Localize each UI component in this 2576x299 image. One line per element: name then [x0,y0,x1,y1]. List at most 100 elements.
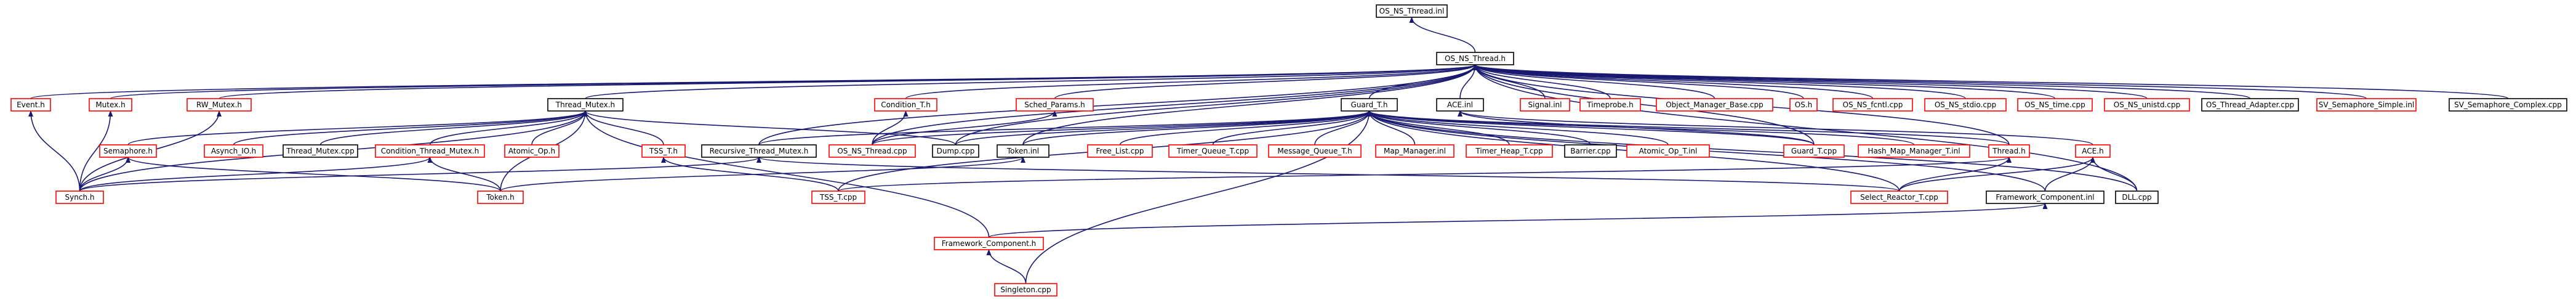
node-label: TSS_T.h [649,147,678,155]
node-thread-mutex-h[interactable]: Thread_Mutex.h [547,98,624,112]
node-box [1268,144,1362,158]
node-message-queue-t-h[interactable]: Message_Queue_T.h [1268,144,1362,158]
node-condition-t-h[interactable]: Condition_T.h [874,98,937,112]
edge-synch_h-to-recursive_thread_mutex_h [79,157,761,192]
node-label: Event.h [17,100,45,109]
node-root[interactable]: OS_NS_Thread.inl [1376,4,1448,18]
edge-synch_h-to-mutex_h [79,110,113,192]
node-label: OS_Thread_Adapter.cpp [2206,100,2294,109]
node-label: Condition_T.h [881,100,931,109]
node-label: OS_NS_stdio.cpp [1935,100,1996,109]
node-box [1656,98,1773,112]
node-guard-t-cpp[interactable]: Guard_T.cpp [1783,144,1845,158]
node-label: Condition_Thread_Mutex.h [381,147,479,155]
node-singleton-cpp[interactable]: Singleton.cpp [994,283,1057,297]
node-thread-mutex-cpp[interactable]: Thread_Mutex.cpp [283,144,358,158]
node-thread-h[interactable]: Thread.h [1988,144,2030,158]
node-guard-t-h[interactable]: Guard_T.h [1341,98,1398,112]
node-sv-semaphore-complex[interactable]: SV_Semaphore_Complex.cpp [2449,98,2567,112]
node-box [1341,98,1398,112]
edge-os_ns_time-to-osnsthread_h [1472,64,2056,99]
node-recursive-thread-mutex-h[interactable]: Recursive_Thread_Mutex.h [701,144,817,158]
edge-timer_queue_t_cpp-to-guard_t_h [1212,110,1372,145]
node-os-h[interactable]: OS.h [1789,98,1818,112]
node-label: Timer_Heap_T.cpp [1475,147,1543,155]
node-label: OS.h [1795,100,1812,109]
node-atomic-op-h[interactable]: Atomic_Op.h [504,144,560,158]
node-box [547,98,624,112]
node-box [1850,190,1948,204]
node-box [829,144,916,158]
node-synch-h[interactable]: Synch.h [55,190,104,204]
node-box [283,144,358,158]
node-label: DLL.cpp [2122,193,2151,202]
edge-condition_thread_mutex_h-to-thread_mutex_h [429,110,588,145]
node-box [2075,144,2111,158]
node-osnsthread-h[interactable]: OS_NS_Thread.h [1436,52,1514,65]
node-semaphore-h[interactable]: Semaphore.h [99,144,157,158]
node-os-ns-time[interactable]: OS_NS_time.cpp [2017,98,2093,112]
node-os-ns-unistd[interactable]: OS_NS_unistd.cpp [2104,98,2190,112]
node-atomic-op-t-inl[interactable]: Atomic_Op_T.inl [1626,144,1710,158]
node-os-ns-fcntl[interactable]: OS_NS_fcntl.cpp [1832,98,1913,112]
node-label: Thread.h [1992,147,2025,155]
edge-os_ns_thread_cpp-to-guard_t_h [872,110,1372,145]
edge-condition_t_h-to-osnsthread_h [905,64,1478,99]
node-label: Timer_Queue_T.cpp [1176,147,1249,155]
node-object-manager-base[interactable]: Object_Manager_Base.cpp [1656,98,1773,112]
node-os-thread-adapter[interactable]: OS_Thread_Adapter.cpp [2201,98,2299,112]
node-condition-thread-mutex-h[interactable]: Condition_Thread_Mutex.h [375,144,485,158]
node-signal-inl[interactable]: Signal.inl [1520,98,1570,112]
node-timer-heap-t-cpp[interactable]: Timer_Heap_T.cpp [1466,144,1553,158]
edge-guard_t_cpp-to-ace_inl [1458,110,1815,145]
node-hash-map-manager-t-inl[interactable]: Hash_Map_Manager_T.inl [1858,144,1970,158]
edge-dll_cpp-to-guard_t_h [1366,110,2138,192]
node-label: Singleton.cpp [1000,285,1051,294]
edge-osnsthread_h-to-root [1409,17,1476,53]
node-tss-t-h[interactable]: TSS_T.h [641,144,686,158]
node-box [504,144,560,158]
node-sched-params-h[interactable]: Sched_Params.h [1016,98,1094,112]
node-box [1436,98,1484,112]
node-os-ns-stdio[interactable]: OS_NS_stdio.cpp [1924,98,2007,112]
node-dump-cpp[interactable]: Dump.cpp [932,144,979,158]
node-label: Timeprobe.h [1586,100,1633,109]
node-ace-h[interactable]: ACE.h [2075,144,2111,158]
node-token-inl[interactable]: Token.inl [997,144,1049,158]
node-barrier-cpp[interactable]: Barrier.cpp [1564,144,1617,158]
node-event-h[interactable]: Event.h [10,98,51,112]
node-timeprobe-h[interactable]: Timeprobe.h [1579,98,1641,112]
node-dll-cpp[interactable]: DLL.cpp [2115,190,2159,204]
node-framework-component-h[interactable]: Framework_Component.h [934,237,1044,250]
node-rwmutex-h[interactable]: RW_Mutex.h [187,98,252,112]
edge-sched_params_h-to-osnsthread_h [1054,64,1478,99]
node-box [89,98,132,112]
node-box [1858,144,1970,158]
node-box [1988,144,2030,158]
node-box [477,190,524,204]
edge-rwmutex_h-to-osnsthread_h [219,64,1477,99]
node-free-list-cpp[interactable]: Free_List.cpp [1087,144,1153,158]
edge-dump_cpp-to-osnsthread_h [955,64,1478,145]
node-timer-queue-t-cpp[interactable]: Timer_Queue_T.cpp [1168,144,1258,158]
node-sv-semaphore-simple[interactable]: SV_Semaphore_Simple.inl [2316,98,2417,112]
node-mutex-h[interactable]: Mutex.h [89,98,132,112]
node-asynch-io-h[interactable]: Asynch_IO.h [204,144,263,158]
node-token-h[interactable]: Token.h [477,190,524,204]
node-box [1436,52,1514,65]
edge-thread_mutex_cpp-to-thread_mutex_h [319,110,588,145]
edge-os_ns_stdio-to-osnsthread_h [1472,64,1966,99]
node-os-ns-thread-cpp[interactable]: OS_NS_Thread.cpp [829,144,916,158]
node-tss-t-cpp[interactable]: TSS_T.cpp [811,190,865,204]
node-map-manager-inl[interactable]: Map_Manager.inl [1375,144,1455,158]
edge-framework_component_h-to-thread_mutex_h [583,110,990,238]
edge-token_h-to-condition_thread_mutex_h [427,157,501,192]
node-label: Guard_T.h [1351,100,1388,109]
node-ace-inl[interactable]: ACE.inl [1436,98,1484,112]
node-select-reactor-t-cpp[interactable]: Select_Reactor_T.cpp [1850,190,1948,204]
edge-singleton_cpp-to-framework_component_h [986,249,1027,284]
node-label: OS_NS_Thread.h [1445,54,1506,63]
node-box [2201,98,2299,112]
node-framework-component-inl[interactable]: Framework_Component.inl [1986,190,2105,204]
edge-atomic_op_t_inl-to-guard_t_h [1366,110,1669,145]
